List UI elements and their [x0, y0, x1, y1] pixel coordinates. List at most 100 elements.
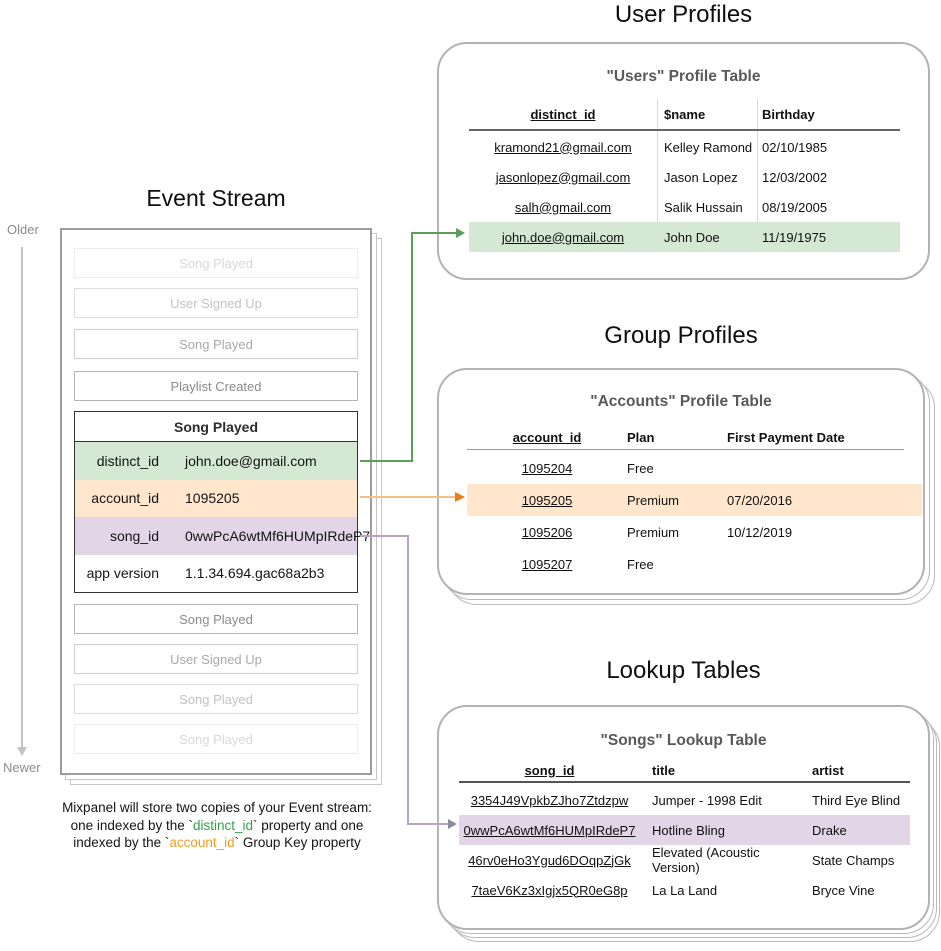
event-property-row-account-id: account_id 1095205	[75, 479, 357, 517]
first-payment-cell: 10/12/2019	[727, 524, 793, 540]
plan-cell: Free	[627, 556, 654, 572]
event-card: Song Played	[74, 329, 358, 359]
song-id-arrowhead-icon	[448, 819, 457, 829]
event-stream-container: Song Played User Signed Up Song Played P…	[60, 228, 372, 775]
song-title-cell: Hotline Bling	[652, 822, 725, 838]
column-header: $name	[664, 106, 706, 122]
account-id-cell: 1095205	[521, 492, 573, 508]
event-property-row-song-id: song_id 0wwPcA6wtMf6HUMpIRdeP7	[75, 517, 370, 555]
column-separator	[657, 99, 658, 251]
time-axis-arrowhead-icon	[17, 747, 27, 756]
distinct-id-connector	[360, 460, 413, 462]
event-card: Song Played	[74, 724, 358, 754]
users-table-title: "Users" Profile Table	[606, 68, 761, 85]
song-id-cell: 46rv0eHo3Ygud6DOqpZjGk	[468, 852, 631, 868]
property-key: distinct_id	[96, 452, 159, 469]
song-id-cell: 0wwPcA6wtMf6HUMpIRdeP7	[463, 822, 636, 838]
footnote-line-2: one indexed by the `distinct_id` propert…	[70, 817, 364, 833]
birthday-cell: 11/19/1975	[762, 229, 827, 245]
distinct-id-connector	[413, 232, 457, 234]
event-stream-title: Event Stream	[146, 185, 286, 211]
table-row: kramond21@gmail.com Kelley Ramond 02/10/…	[469, 132, 900, 162]
event-card: Song Played	[74, 604, 358, 634]
table-row: 1095204 Free	[467, 452, 922, 484]
account-id-cell: 1095206	[521, 524, 573, 540]
first-payment-cell: 07/20/2016	[727, 492, 793, 508]
plan-cell: Premium	[627, 492, 680, 508]
property-key: song_id	[109, 527, 159, 544]
name-cell: Kelley Ramond	[664, 139, 753, 155]
lookup-tables-title: Lookup Tables	[606, 657, 761, 684]
table-row: 1095206 Premium 10/12/2019	[467, 516, 922, 548]
table-row-highlighted: john.doe@gmail.com John Doe 11/19/1975	[469, 222, 900, 252]
users-table-header: distinct_id $name Birthday	[469, 100, 900, 128]
artist-cell: State Champs	[812, 852, 895, 868]
event-card: Playlist Created	[74, 371, 358, 401]
column-header: artist	[812, 762, 844, 778]
footnote: Mixpanel will store two copies of your E…	[22, 799, 412, 852]
event-card: Song Played	[74, 684, 358, 714]
name-cell: Jason Lopez	[664, 169, 738, 185]
accounts-table-header: account_id Plan First Payment Date	[467, 423, 904, 451]
event-property-row-distinct-id: distinct_id john.doe@gmail.com	[75, 442, 357, 480]
song-title-cell: Elevated (Acoustic Version)	[652, 845, 760, 875]
song-id-connector	[360, 535, 409, 537]
plan-cell: Premium	[627, 524, 680, 540]
property-key: account_id	[91, 490, 159, 507]
table-row: 3354J49VpkbZJho7Ztdzpw Jumper - 1998 Edi…	[459, 785, 910, 815]
song-id-connector	[407, 823, 449, 825]
users-profile-card: "Users" Profile Table distinct_id $name …	[437, 42, 930, 280]
column-header: distinct_id	[530, 106, 596, 122]
songs-table-header: song_id title artist	[459, 757, 910, 783]
distinct-id-connector	[411, 232, 413, 462]
table-row: 7taeV6Kz3xIgjx5QR0eG8p La La Land Bryce …	[459, 875, 910, 905]
time-axis-line	[21, 247, 23, 747]
song-id-cell: 7taeV6Kz3xIgjx5QR0eG8p	[471, 882, 628, 898]
property-value: 0wwPcA6wtMf6HUMpIRdeP7	[185, 527, 371, 544]
table-row: jasonlopez@gmail.com Jason Lopez 12/03/2…	[469, 162, 900, 192]
artist-cell: Drake	[812, 822, 847, 838]
accounts-profile-card: "Accounts" Profile Table account_id Plan…	[437, 368, 925, 595]
column-header: Plan	[627, 429, 655, 445]
distinct-id-cell: john.doe@gmail.com	[501, 229, 625, 245]
column-separator	[757, 99, 758, 251]
event-property-row-app-version: app version 1.1.34.694.gac68a2b3	[75, 555, 357, 593]
name-cell: Salik Hussain	[664, 199, 743, 215]
group-profiles-title: Group Profiles	[604, 322, 758, 349]
table-row: salh@gmail.com Salik Hussain 08/19/2005	[469, 192, 900, 222]
artist-cell: Third Eye Blind	[812, 792, 901, 808]
table-row: 46rv0eHo3Ygud6DOqpZjGk Elevated (Acousti…	[459, 845, 910, 875]
songs-lookup-card: "Songs" Lookup Table song_id title artis…	[437, 705, 930, 930]
distinct-id-cell: kramond21@gmail.com	[494, 139, 632, 155]
property-key: app version	[86, 565, 159, 582]
distinct-id-arrowhead-icon	[456, 228, 465, 238]
header-rule	[459, 781, 910, 783]
song-title-cell: Jumper - 1998 Edit	[652, 792, 762, 808]
accounts-table-title: "Accounts" Profile Table	[590, 393, 772, 410]
birthday-cell: 02/10/1985	[762, 139, 828, 155]
column-header: Birthday	[762, 106, 815, 122]
account-id-keyword: account_id	[169, 835, 235, 850]
event-card: User Signed Up	[74, 288, 358, 318]
footnote-line-3: indexed by the `account_id` Group Key pr…	[73, 835, 361, 850]
account-id-cell: 1095207	[521, 556, 573, 572]
table-row-highlighted: 1095205 Premium 07/20/2016	[467, 484, 922, 516]
distinct-id-keyword: distinct_id	[192, 817, 254, 833]
user-profiles-title: User Profiles	[614, 1, 753, 28]
account-id-connector	[360, 496, 456, 498]
account-id-cell: 1095204	[521, 460, 573, 476]
song-title-cell: La La Land	[652, 882, 718, 898]
column-header: First Payment Date	[727, 429, 845, 445]
account-id-arrowhead-icon	[455, 492, 465, 502]
property-value: 1095205	[185, 490, 240, 507]
distinct-id-cell: salh@gmail.com	[514, 199, 612, 215]
table-row: 1095207 Free	[467, 548, 922, 580]
table-row-highlighted: 0wwPcA6wtMf6HUMpIRdeP7 Hotline Bling Dra…	[459, 815, 910, 845]
column-header: song_id	[524, 762, 575, 778]
song-id-cell: 3354J49VpkbZJho7Ztdzpw	[470, 792, 629, 808]
event-card: User Signed Up	[74, 644, 358, 674]
property-value: 1.1.34.694.gac68a2b3	[185, 565, 325, 582]
event-card: Song Played	[74, 248, 358, 278]
name-cell: John Doe	[664, 229, 720, 245]
